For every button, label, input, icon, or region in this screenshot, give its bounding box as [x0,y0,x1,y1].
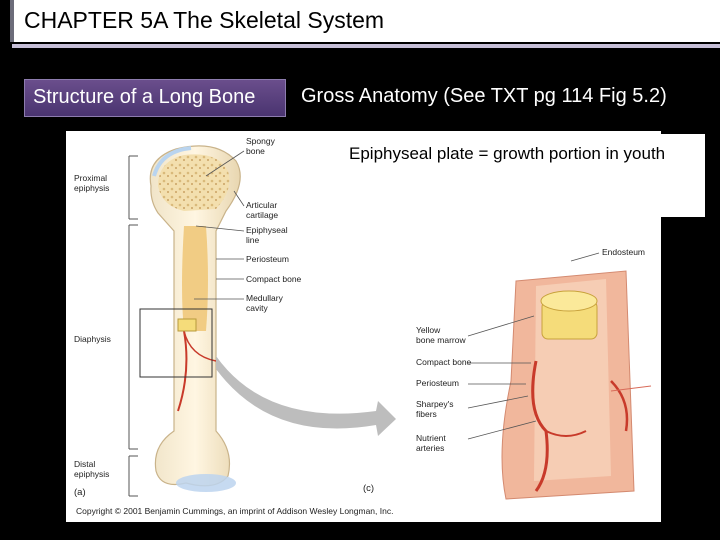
label-distal-1: Distal [74,459,95,469]
section-button-label: Structure of a Long Bone [33,86,256,108]
label-spongy-bone-1: Spongy [246,136,276,146]
label-periosteum-a: Periosteum [246,254,289,264]
label-epiphyseal-1: Epiphyseal [246,225,288,235]
section-heading: Gross Anatomy (See TXT pg 114 Fig 5.2) [301,85,667,107]
label-medullary-1: Medullary [246,293,284,303]
label-medullary-2: cavity [246,303,268,313]
label-endosteum: Endosteum [602,247,645,257]
label-diaphysis: Diaphysis [74,334,111,344]
label-nutrient-1: Nutrient [416,433,446,443]
long-bone-drawing [149,145,241,492]
label-nutrient-2: arteries [416,443,444,453]
note-box [340,134,705,217]
label-compact-bone-a: Compact bone [246,274,302,284]
label-articular-1: Articular [246,200,277,210]
label-epiphyseal-2: line [246,235,260,245]
label-panel-a: (a) [74,487,86,498]
label-spongy-bone-2: bone [246,146,265,156]
label-proximal-2: epiphysis [74,183,109,193]
bone-cross-section-drawing [501,270,652,500]
epiphyseal-plate-note: Epiphyseal plate = growth portion in you… [349,144,666,163]
label-yellow-marrow-1: Yellow [416,325,441,335]
label-sharpeys-2: fibers [416,409,437,419]
long-bone-illustration: Spongy bone Proximal epiphysis Articular… [74,136,652,516]
title-underline [12,44,720,48]
label-distal-2: epiphysis [74,469,109,479]
label-articular-2: cartilage [246,210,278,220]
label-proximal-1: Proximal [74,173,107,183]
label-sharpeys-1: Sharpey's [416,399,454,409]
label-yellow-marrow-2: bone marrow [416,335,466,345]
label-periosteum-c: Periosteum [416,378,459,388]
figure-copyright: Copyright © 2001 Benjamin Cummings, an i… [76,506,393,516]
slide-title: CHAPTER 5A The Skeletal System [24,7,385,33]
label-compact-bone-c: Compact bone [416,357,472,367]
title-bar: CHAPTER 5A The Skeletal System [10,0,720,42]
section-button[interactable]: Structure of a Long Bone [24,79,286,117]
label-panel-c: (c) [363,483,374,494]
